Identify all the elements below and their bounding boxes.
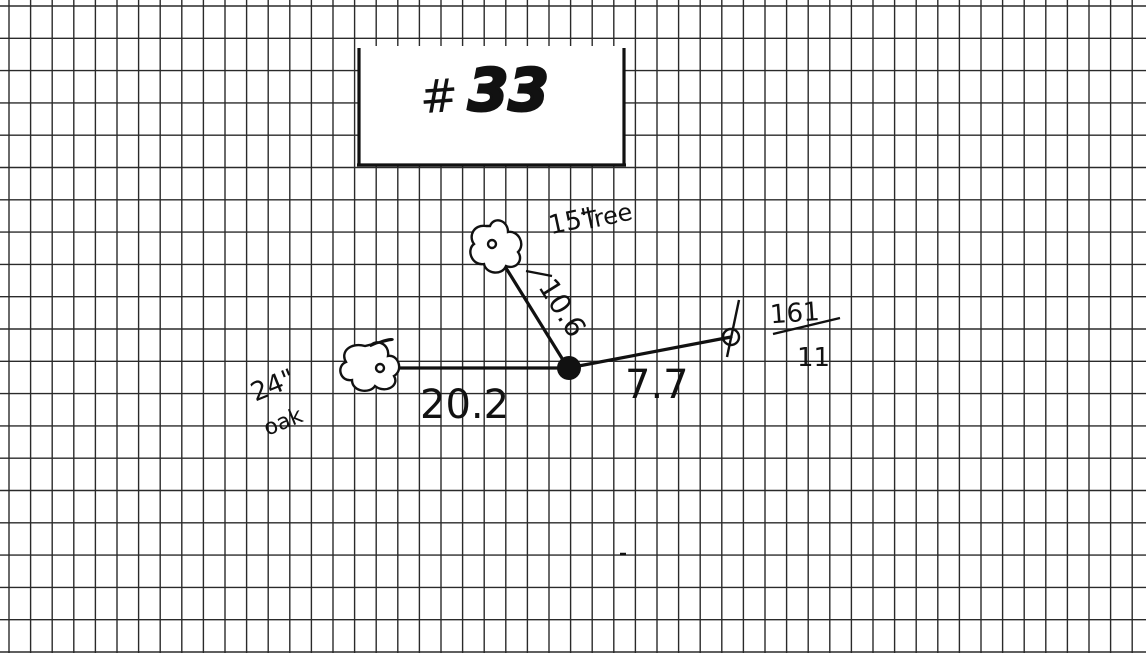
plot-number: 33: [468, 56, 549, 124]
tree-icon: [469, 219, 523, 274]
distance-to-benchmark-label: 7.7: [625, 362, 689, 408]
benchmark-fraction-bar: [772, 316, 841, 336]
benchmark-label: 161 11: [769, 297, 841, 373]
plot-number-hash: #: [418, 68, 460, 125]
distance-to-tree-overline: [525, 269, 553, 278]
line-to-benchmark: [566, 335, 733, 370]
center-point: [557, 356, 581, 380]
oak-size-label: 24": [247, 364, 300, 409]
plot-number-box: # 33: [357, 46, 626, 167]
benchmark-stake-icon: [721, 299, 741, 358]
distance-to-tree-label: 10.6: [532, 273, 593, 343]
distance-to-oak-label: 20.2: [420, 382, 509, 428]
oak-tree-icon: [339, 338, 401, 392]
benchmark-denominator: 11: [797, 343, 830, 373]
oak-species-label: oak: [260, 403, 306, 441]
